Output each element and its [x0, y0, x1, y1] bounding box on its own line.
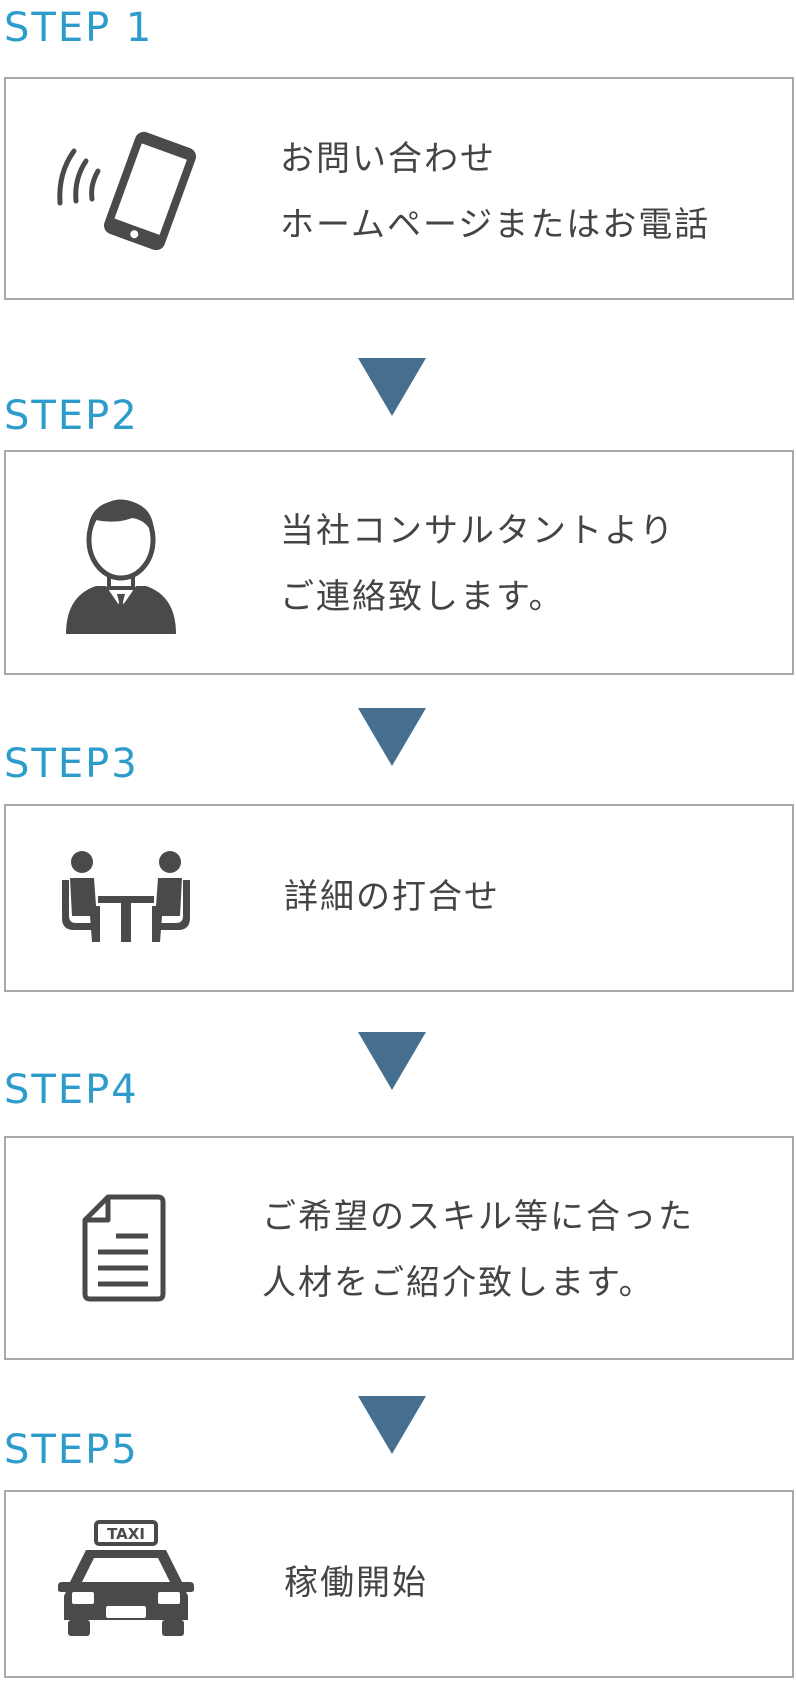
- smartphone-icon: [52, 127, 212, 261]
- step-4-box: ご希望のスキル等に合った 人材をご紹介致します。: [4, 1136, 794, 1360]
- step-3-box: 詳細の打合せ: [4, 804, 794, 992]
- step-1-box: お問い合わせ ホームページまたはお電話: [4, 77, 794, 300]
- consultant-icon: [62, 494, 180, 640]
- step-3-text-line-1: 詳細の打合せ: [284, 877, 500, 917]
- step-1-text-line-2: ホームページまたはお電話: [280, 205, 711, 245]
- step-4-text-line-1: ご希望のスキル等に合った: [262, 1197, 694, 1237]
- taxi-icon: TAXI: [56, 1520, 196, 1644]
- step-2-text-line-1: 当社コンサルタントより: [280, 511, 676, 551]
- step-2-text-line-2: ご連絡致します。: [280, 577, 565, 617]
- meeting-icon: [58, 850, 194, 950]
- step-2-label: STEP2: [4, 393, 139, 439]
- step-3-text: 詳細の打合せ: [284, 864, 500, 930]
- step-5-text-line-1: 稼働開始: [284, 1563, 428, 1603]
- step-4-text: ご希望のスキル等に合った 人材をご紹介致します。: [262, 1184, 694, 1316]
- step-5-box: TAXI 稼働開始: [4, 1490, 794, 1678]
- document-icon: [82, 1194, 166, 1306]
- step-1-text-line-1: お問い合わせ: [280, 139, 496, 179]
- step-5-label: STEP5: [4, 1427, 139, 1473]
- arrow-down-icon: [358, 1032, 426, 1090]
- step-1-label: STEP 1: [4, 5, 154, 51]
- step-2-box: 当社コンサルタントより ご連絡致します。: [4, 450, 794, 675]
- arrow-down-icon: [358, 358, 426, 416]
- step-5-text: 稼働開始: [284, 1550, 428, 1616]
- step-3-label: STEP3: [4, 741, 139, 787]
- arrow-down-icon: [358, 1396, 426, 1454]
- step-4-label: STEP4: [4, 1067, 139, 1113]
- svg-text:TAXI: TAXI: [107, 1525, 145, 1543]
- step-4-text-line-2: 人材をご紹介致します。: [262, 1263, 655, 1303]
- arrow-down-icon: [358, 708, 426, 766]
- step-1-text: お問い合わせ ホームページまたはお電話: [280, 126, 710, 258]
- step-2-text: 当社コンサルタントより ご連絡致します。: [280, 498, 675, 630]
